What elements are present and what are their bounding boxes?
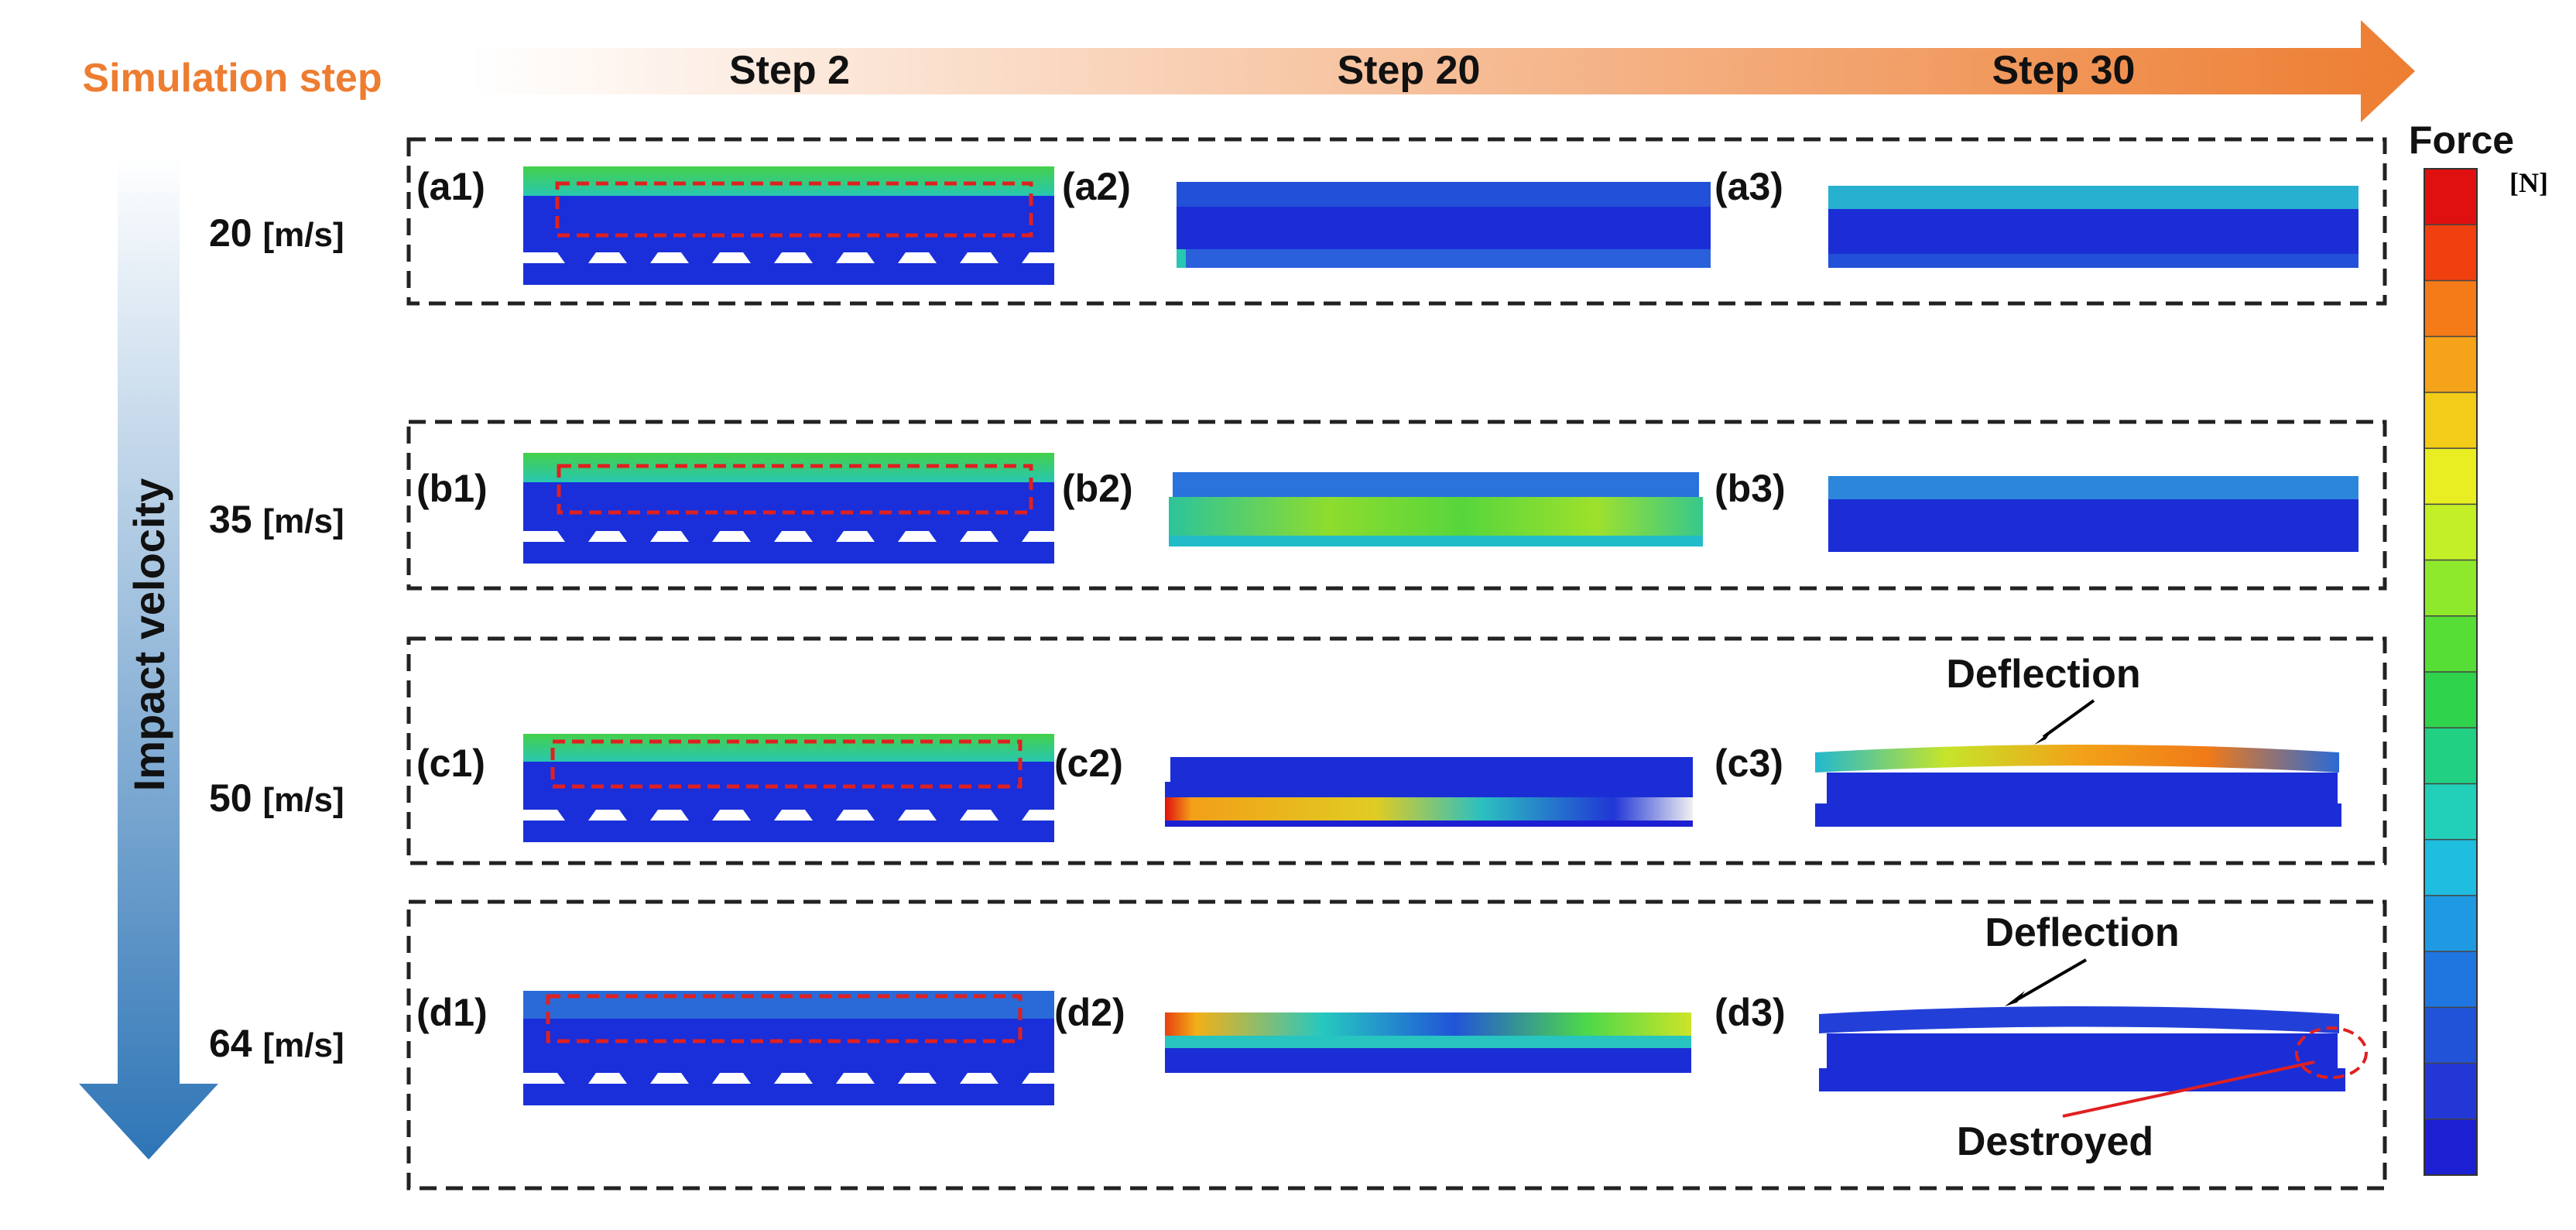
- panel-label-d2: (d2): [1054, 991, 1125, 1034]
- panel-label-a3: (a3): [1714, 165, 1783, 208]
- colorbar-segment: [2424, 169, 2477, 225]
- impact-velocity-label: Impact velocity: [125, 478, 173, 792]
- simulation-step-arrow: [471, 20, 2415, 122]
- colorbar: [2424, 169, 2477, 1176]
- deflection-label-c3: Deflection: [1946, 652, 2140, 697]
- step-2-label: Step 2: [729, 48, 850, 93]
- colorbar-segment: [2424, 1119, 2477, 1176]
- panel-c1-structure: [523, 734, 1054, 842]
- colorbar-segment: [2424, 280, 2477, 337]
- colorbar-segment: [2424, 1063, 2477, 1120]
- colorbar-segment: [2424, 672, 2477, 728]
- panel-label-c3: (c3): [1714, 742, 1783, 785]
- step-20-label: Step 20: [1338, 48, 1481, 93]
- row-frame-d: [406, 899, 2387, 1191]
- velocity-label-20: 20 [m/s]: [209, 211, 344, 255]
- colorbar-segment: [2424, 336, 2477, 393]
- step-30-label: Step 30: [1992, 48, 2136, 93]
- panel-label-b1: (b1): [416, 467, 488, 510]
- panel-a3-structure: [1828, 186, 2358, 268]
- deflection-arrow-d3: [2015, 958, 2088, 1002]
- colorbar-segment: [2424, 1007, 2477, 1064]
- panel-label-d3: (d3): [1714, 991, 1786, 1034]
- row-frame-b: [406, 420, 2387, 591]
- legend-unit: [N]: [2509, 167, 2548, 198]
- panel-b1-structure: [523, 453, 1054, 564]
- deflection-label-d3: Deflection: [1985, 910, 2179, 955]
- colorbar-segment: [2424, 615, 2477, 673]
- panel-a1-structure: [523, 166, 1054, 285]
- panel-a2-structure: [1177, 182, 1711, 268]
- simulation-step-label: Simulation step: [82, 56, 382, 101]
- colorbar-segment: [2424, 392, 2477, 449]
- colorbar-segment: [2424, 895, 2477, 952]
- panel-label-c1: (c1): [416, 742, 485, 785]
- row-frame-a: [406, 137, 2387, 306]
- panel-d3-structure: [1819, 1006, 2368, 1091]
- destroyed-arrow-d3: [2062, 1060, 2315, 1118]
- colorbar-segment: [2424, 783, 2477, 841]
- colorbar-segment: [2424, 560, 2477, 617]
- row-frame-c: [406, 636, 2387, 865]
- impact-velocity-arrow: [79, 155, 218, 1160]
- legend-title: Force: [2409, 118, 2514, 162]
- deflection-arrow-c3: [2042, 699, 2095, 738]
- velocity-label-50: 50 [m/s]: [209, 776, 344, 820]
- panel-label-b2: (b2): [1062, 467, 1133, 510]
- colorbar-segment: [2424, 839, 2477, 896]
- panel-b2-structure: [1169, 472, 1703, 546]
- panel-c2-structure: [1165, 757, 1693, 827]
- destroyed-label-d3: Destroyed: [1957, 1119, 2153, 1164]
- panel-c3-structure: [1815, 745, 2341, 827]
- velocity-label-64: 64 [m/s]: [209, 1022, 344, 1065]
- panel-b3-structure: [1828, 476, 2358, 552]
- panel-d1-structure: [523, 991, 1054, 1105]
- panel-label-d1: (d1): [416, 991, 488, 1034]
- colorbar-segment: [2424, 448, 2477, 505]
- panel-d2-structure: [1165, 1012, 1691, 1073]
- panel-label-a1: (a1): [416, 165, 485, 208]
- panel-label-a2: (a2): [1062, 165, 1131, 208]
- panel-label-c2: (c2): [1054, 742, 1123, 785]
- velocity-label-35: 35 [m/s]: [209, 498, 344, 541]
- panel-label-b3: (b3): [1714, 467, 1786, 510]
- colorbar-segment: [2424, 504, 2477, 561]
- colorbar-segment: [2424, 728, 2477, 784]
- colorbar-segment: [2424, 951, 2477, 1008]
- colorbar-segment: [2424, 224, 2477, 281]
